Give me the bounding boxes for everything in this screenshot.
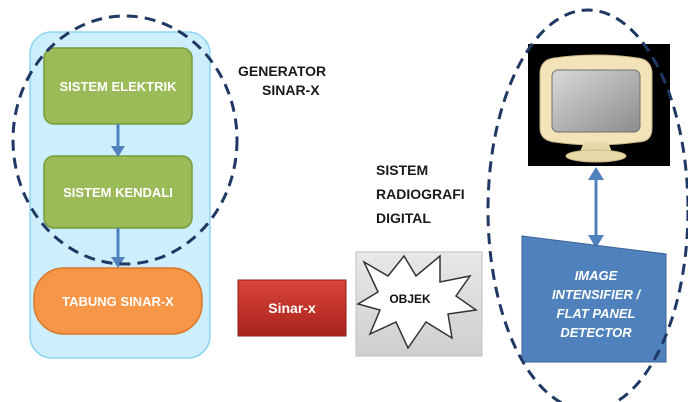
xray-tube-label: TABUNG SINAR-X: [62, 293, 174, 309]
detector-label-line4: DETECTOR: [560, 325, 632, 340]
object-label: OBJEK: [389, 292, 431, 306]
xray-beam-label: Sinar-x: [268, 300, 316, 316]
detector-label-line2: INTENSIFIER /: [551, 287, 641, 302]
generator-label-line1: GENERATOR: [238, 63, 327, 79]
monitor-icon: [528, 44, 670, 166]
detector-label: IMAGE INTENSIFIER / FLAT PANEL DETECTOR: [526, 266, 666, 342]
arrow-electric-to-control: [111, 124, 125, 157]
system-label: SISTEM RADIOGRAFI DIGITAL: [376, 158, 465, 230]
generator-label: GENERATOR SINAR-X: [238, 62, 326, 100]
digital-system-dashed-ellipse: [486, 8, 688, 402]
control-system-label: SISTEM KENDALI: [63, 184, 173, 200]
object-explosion-shape: [356, 254, 478, 350]
detector-label-line1: IMAGE: [574, 268, 618, 283]
system-label-line1: SISTEM: [376, 162, 429, 178]
detector-label-line3: FLAT PANEL: [556, 306, 636, 321]
system-label-line3: DIGITAL: [376, 210, 431, 226]
xray-beam-box: [237, 279, 347, 337]
generator-dashed-ellipse: [11, 14, 239, 266]
arrow-control-to-tube: [111, 228, 125, 268]
generator-label-line2: SINAR-X: [262, 82, 320, 98]
detector-box: [521, 235, 667, 363]
system-label-line2: RADIOGRAFI: [376, 186, 465, 202]
electric-system-label: SISTEM ELEKTRIK: [59, 78, 177, 94]
arrow-monitor-detector: [588, 167, 604, 248]
